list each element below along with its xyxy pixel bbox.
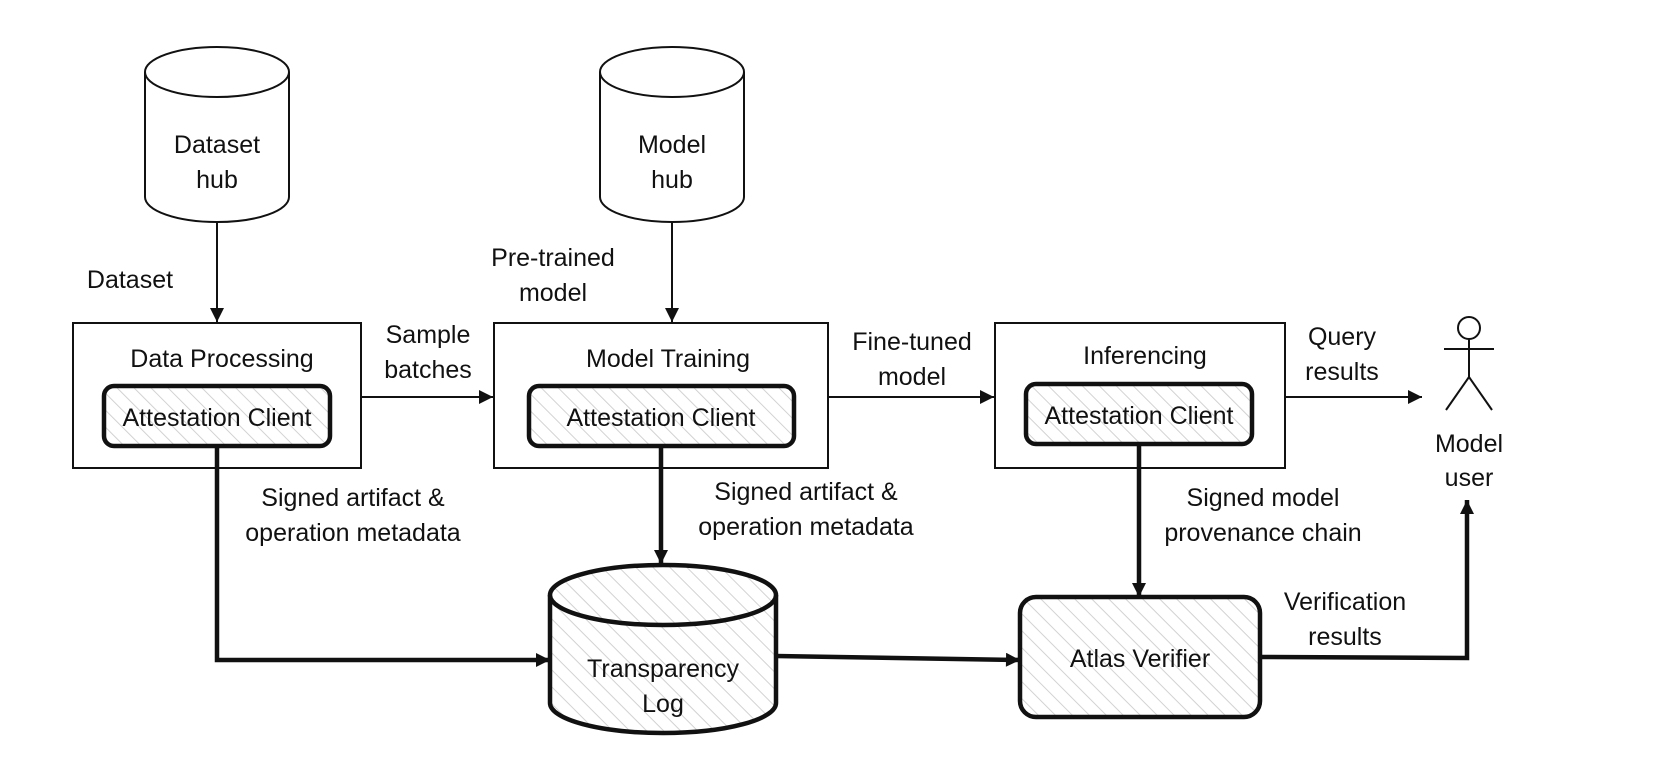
inferencing-box: Inferencing Attestation Client bbox=[994, 322, 1286, 469]
dataset-hub-cylinder: Dataset hub bbox=[144, 46, 290, 223]
signed-provenance-label-1: Signed model bbox=[1187, 484, 1340, 512]
dataset-hub-label-2: hub bbox=[196, 166, 238, 194]
dataset-edge-label: Dataset bbox=[87, 266, 173, 294]
model-training-title: Model Training bbox=[586, 345, 750, 373]
model-user-label-1: Model bbox=[1435, 430, 1503, 458]
model-hub-label-1: Model bbox=[638, 131, 706, 159]
finetuned-model-label-1: Fine-tuned bbox=[852, 328, 972, 356]
data-processing-box: Data Processing Attestation Client bbox=[72, 322, 362, 469]
dataset-hub-label-1: Dataset bbox=[174, 131, 260, 159]
model-hub-label-2: hub bbox=[651, 166, 693, 194]
sample-batches-label-1: Sample bbox=[386, 321, 471, 349]
log-to-verifier-arrow bbox=[775, 652, 1021, 667]
signed-provenance-label-2: provenance chain bbox=[1164, 519, 1361, 547]
atlas-verifier-box: Atlas Verifier bbox=[1017, 594, 1263, 720]
finetuned-model-label-2: model bbox=[878, 363, 946, 391]
attestation-client-label: Attestation Client bbox=[567, 404, 756, 432]
model-user-icon: Model user bbox=[1435, 316, 1503, 492]
attestation-client-label: Attestation Client bbox=[123, 404, 312, 432]
query-results-label-1: Query bbox=[1308, 323, 1377, 351]
pretrained-model-label-2: model bbox=[519, 279, 587, 307]
signed-artifact-1-label-1: Signed artifact & bbox=[261, 484, 445, 512]
verification-results-arrow bbox=[1259, 500, 1474, 661]
sample-batches-label-2: batches bbox=[384, 356, 472, 384]
signed-artifact-2-label-2: operation metadata bbox=[698, 513, 914, 541]
model-hub-cylinder: Model hub bbox=[599, 46, 745, 223]
model-user-label-2: user bbox=[1445, 464, 1494, 492]
transparency-log-cylinder: Transparency Log bbox=[547, 562, 779, 736]
transparency-log-label-2: Log bbox=[642, 690, 684, 718]
transparency-log-label-1: Transparency bbox=[587, 655, 739, 683]
attestation-client-label: Attestation Client bbox=[1045, 402, 1234, 430]
query-results-label-2: results bbox=[1305, 358, 1379, 386]
signed-artifact-1-label-2: operation metadata bbox=[245, 519, 461, 547]
data-processing-title: Data Processing bbox=[130, 345, 313, 373]
signed-artifact-2-label-1: Signed artifact & bbox=[714, 478, 898, 506]
atlas-verifier-label: Atlas Verifier bbox=[1070, 645, 1210, 673]
pretrained-model-label-1: Pre-trained bbox=[491, 244, 615, 272]
inferencing-title: Inferencing bbox=[1083, 342, 1207, 370]
model-training-box: Model Training Attestation Client bbox=[493, 322, 829, 469]
verification-results-label-2: results bbox=[1308, 623, 1382, 651]
verification-results-label-1: Verification bbox=[1284, 588, 1406, 616]
data-processing-to-log-arrow bbox=[214, 446, 550, 667]
